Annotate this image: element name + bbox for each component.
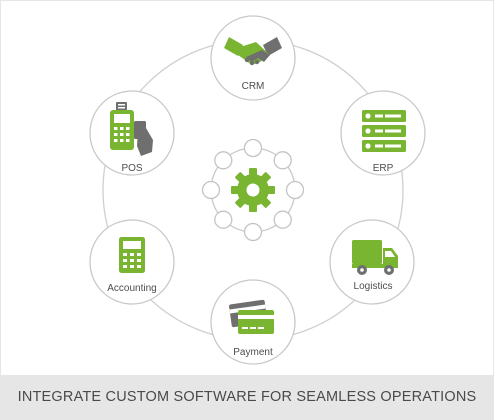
hub-beads — [201, 138, 305, 242]
node-logistics[interactable]: Logistics — [329, 219, 415, 305]
node-erp[interactable]: ERP — [340, 90, 426, 176]
hub-bead — [243, 222, 263, 242]
truck-icon — [352, 240, 398, 275]
hub-bead — [273, 151, 292, 170]
node-erp-label: ERP — [373, 163, 394, 174]
footer-caption-bar: INTEGRATE CUSTOM SOFTWARE FOR SEAMLESS O… — [1, 375, 493, 419]
gear-icon — [231, 168, 275, 212]
hub-bead — [214, 151, 233, 170]
node-accounting[interactable]: Accounting — [89, 219, 175, 305]
hub-bead — [201, 180, 221, 200]
calculator-icon — [119, 237, 145, 273]
hub-bead — [285, 180, 305, 200]
footer-caption: INTEGRATE CUSTOM SOFTWARE FOR SEAMLESS O… — [17, 389, 477, 405]
node-accounting-label: Accounting — [107, 283, 156, 294]
server-icon — [362, 110, 406, 152]
pos-terminal-icon — [110, 102, 153, 156]
node-logistics-label: Logistics — [354, 281, 393, 292]
handshake-icon — [224, 37, 282, 66]
hub-bead — [273, 210, 292, 229]
node-pos-label: POS — [121, 163, 142, 174]
central-hub — [201, 138, 305, 242]
node-crm[interactable]: CRM — [210, 15, 296, 101]
node-pos[interactable]: POS — [89, 90, 175, 176]
integration-diagram: CRM ERP — [89, 15, 426, 365]
hub-bead — [243, 138, 263, 158]
node-crm-label: CRM — [242, 81, 265, 92]
node-payment-label: Payment — [233, 347, 273, 358]
credit-card-icon — [229, 299, 274, 334]
node-payment[interactable]: Payment — [210, 279, 296, 365]
hub-bead — [214, 210, 233, 229]
